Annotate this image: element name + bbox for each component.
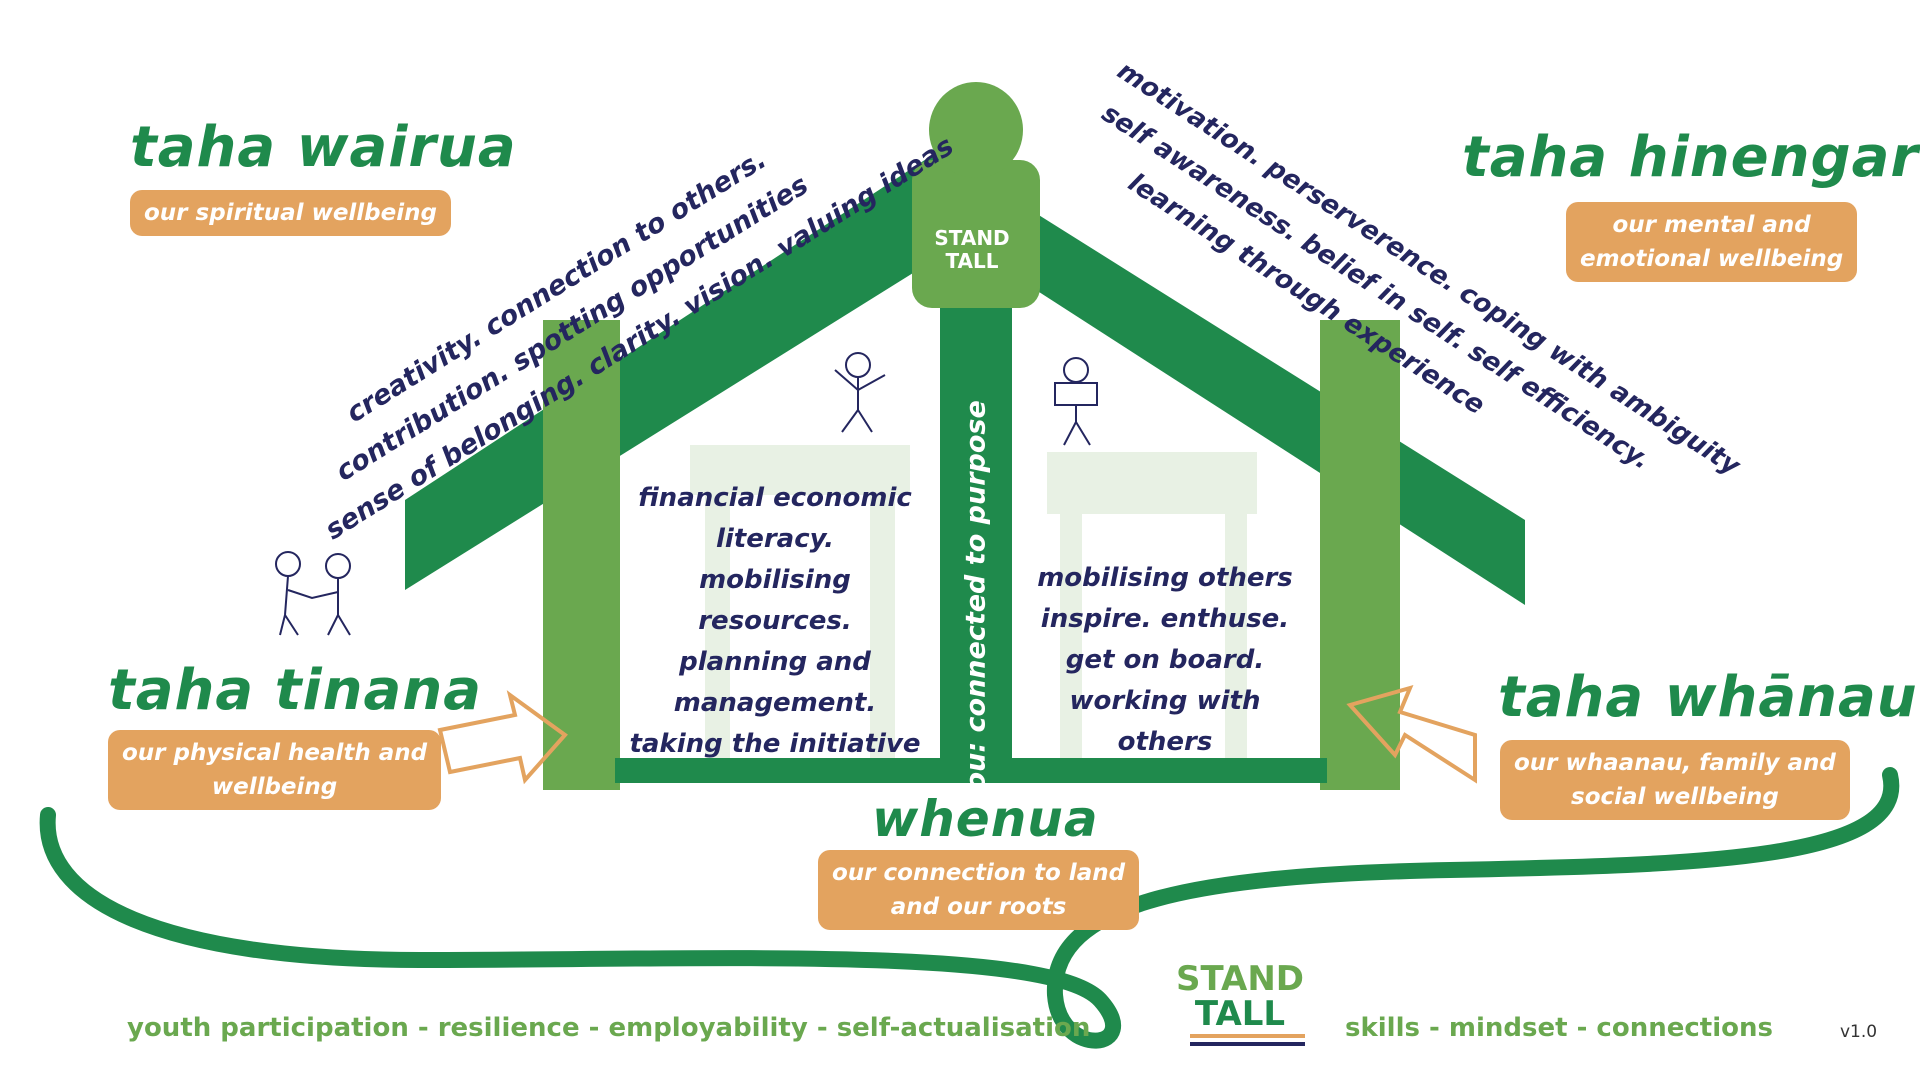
- badge-whanau-wellbeing: our whaanau, family and social wellbeing: [1500, 740, 1850, 820]
- arrow-left-icon: [437, 690, 568, 785]
- standtall-logo: STAND TALL: [1176, 959, 1305, 1046]
- faded-table-left: [690, 445, 910, 770]
- river-line: [39, 767, 1900, 1049]
- badge-whanau-line1: our whaanau, family and: [1514, 750, 1836, 776]
- footer-logo-line2: TALL: [1195, 994, 1285, 1034]
- arrow-right-icon: [1346, 684, 1477, 784]
- title-taha-wairua: taha wairua: [130, 115, 517, 180]
- inner-left-line2: literacy.: [715, 524, 835, 554]
- badge-whanau-line2: social wellbeing: [1571, 784, 1779, 810]
- footer-left-text: youth participation - resilience - emplo…: [127, 1013, 1091, 1043]
- post-left: [543, 320, 620, 790]
- title-taha-hinengaro: taha hinengaro: [1462, 125, 1920, 190]
- footer-logo-line1: STAND: [1176, 959, 1304, 999]
- centre-pou: [940, 305, 1012, 775]
- badge-spiritual-wellbeing: our spiritual wellbeing: [130, 190, 451, 236]
- inner-left-line5: management.: [673, 688, 877, 718]
- inner-left-line3: mobilising resources.: [698, 565, 852, 636]
- tekoteko-head: [929, 82, 1023, 178]
- post-right: [1320, 320, 1400, 790]
- badge-physical-line2: wellbeing: [211, 774, 338, 800]
- tekoteko-logo-line1: STAND: [934, 226, 1009, 250]
- badge-whenua: our connection to land and our roots: [818, 850, 1140, 930]
- version-label: v1.0: [1840, 1022, 1878, 1042]
- badge-physical-line1: our physical health and: [122, 740, 428, 766]
- badge-mental-wellbeing: our mental and emotional wellbeing: [1566, 202, 1858, 282]
- tekoteko-logo: STAND TALL: [934, 226, 1009, 273]
- stick-figure-cheering-icon: [834, 352, 886, 433]
- footer-right-text: skills - mindset - connections: [1345, 1013, 1773, 1043]
- pou-label: pou: connected to purpose: [960, 400, 992, 810]
- badge-physical-wellbeing: our physical health and wellbeing: [108, 730, 442, 810]
- inner-left-line6: taking the initiative: [629, 729, 921, 759]
- faded-table-right: [1047, 452, 1257, 770]
- stick-figure-reading-icon: [1054, 357, 1098, 446]
- stick-figures-handshake-icon: [275, 551, 351, 636]
- inner-left-line1: financial economic: [638, 483, 912, 513]
- badge-mental-line2: emotional wellbeing: [1580, 246, 1844, 272]
- title-taha-tinana: taha tinana: [108, 658, 482, 723]
- inner-right-line4: working with others: [1069, 686, 1261, 757]
- badge-whenua-line2: and our roots: [890, 894, 1067, 920]
- inner-right-line2: inspire. enthuse.: [1040, 604, 1290, 634]
- badge-mental-line1: our mental and: [1612, 212, 1811, 238]
- inner-left-text: financial economic literacy. mobilising …: [625, 478, 925, 765]
- inner-right-line1: mobilising others: [1037, 563, 1293, 593]
- inner-right-line3: get on board.: [1065, 645, 1265, 675]
- badge-whenua-line1: our connection to land: [832, 860, 1126, 886]
- title-taha-whanau: taha whānau: [1498, 665, 1918, 730]
- tekoteko-body: [912, 160, 1040, 308]
- title-whenua: whenua: [872, 790, 1099, 848]
- inner-right-text: mobilising others inspire. enthuse. get …: [1025, 558, 1305, 763]
- inner-left-line4: planning and: [679, 647, 871, 677]
- tekoteko-logo-line2: TALL: [945, 249, 998, 273]
